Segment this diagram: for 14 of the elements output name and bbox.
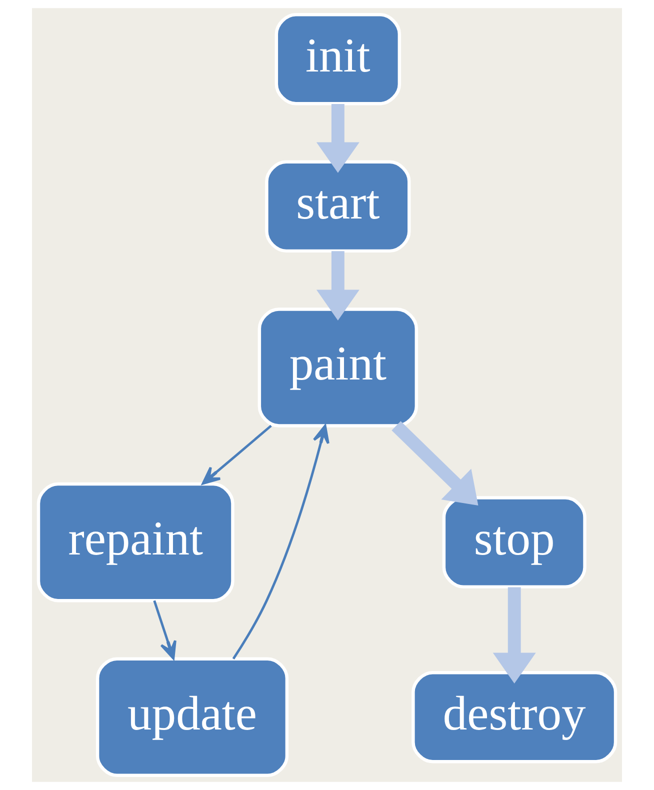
node-box: destroy — [412, 670, 618, 764]
node-box: start — [265, 160, 411, 253]
node-box: init — [274, 13, 402, 106]
arrow — [392, 421, 478, 506]
arrow — [316, 104, 360, 173]
node-box: stop — [442, 496, 586, 588]
arrow — [153, 600, 176, 660]
node-box: paint — [258, 308, 418, 428]
arrow — [232, 424, 330, 660]
arrow — [316, 251, 360, 320]
node-box: update — [96, 657, 289, 777]
arrow — [492, 587, 536, 684]
arrow — [202, 424, 272, 485]
node-box: repaint — [36, 482, 234, 602]
